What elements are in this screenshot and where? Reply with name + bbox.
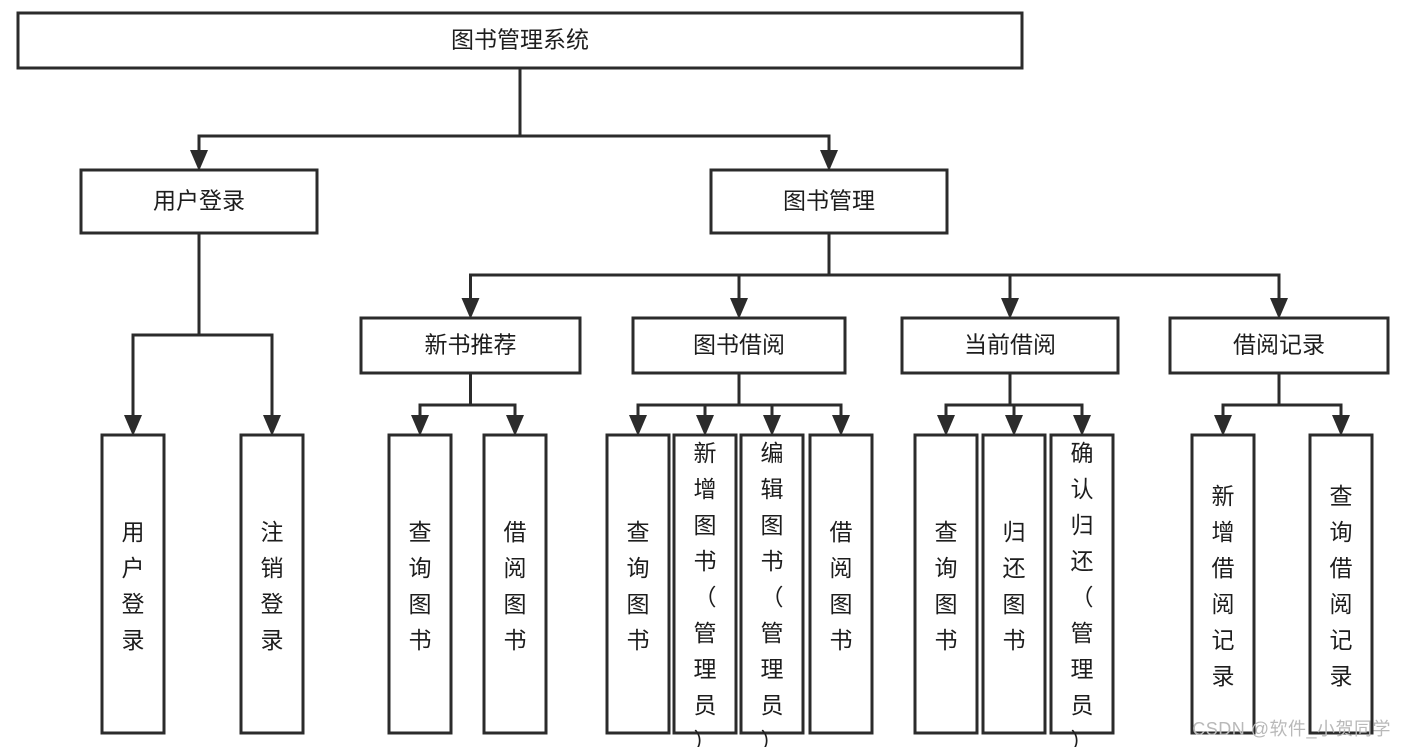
arrow-head-icon (190, 150, 208, 171)
node-box[interactable] (709, 168, 949, 235)
node-label: 确认归还（管理员） (1071, 440, 1094, 747)
node-leaf-cur-2[interactable]: 归还图书 (981, 433, 1047, 735)
connector-group-records (1214, 371, 1350, 436)
node-leaf-borrow-4[interactable]: 借阅图书 (808, 433, 874, 735)
node-leaf-new-1[interactable]: 查询图书 (387, 433, 453, 735)
node-leaf-borrow-2[interactable]: 新增图书（管理员） (672, 433, 738, 747)
node-label: 图书借阅 (693, 332, 785, 358)
node-newbook[interactable]: 新书推荐 (359, 316, 582, 375)
node-leaf-rec-1[interactable]: 新增借阅记录 (1190, 433, 1256, 735)
node-box[interactable] (239, 433, 305, 735)
connector-group-root (190, 66, 838, 171)
node-box[interactable] (100, 433, 166, 735)
node-leaf-borrow-1[interactable]: 查询图书 (605, 433, 671, 735)
node-leaf-login-1[interactable]: 用户登录 (100, 433, 166, 735)
node-label: 当前借阅 (964, 332, 1056, 358)
node-label: 查询图书 (935, 519, 958, 653)
node-leaf-cur-3[interactable]: 确认归还（管理员） (1049, 433, 1115, 747)
arrow-head-icon (937, 415, 955, 436)
node-box[interactable] (1190, 433, 1256, 735)
node-box[interactable] (359, 316, 582, 375)
edge-layer (124, 66, 1350, 436)
node-box[interactable] (1168, 316, 1390, 375)
node-label: 查询图书 (627, 519, 650, 653)
node-box[interactable] (913, 433, 979, 735)
arrow-head-icon (263, 415, 281, 436)
node-bookmgmt[interactable]: 图书管理 (709, 168, 949, 235)
node-label: 新增图书（管理员） (694, 440, 717, 747)
node-label: 借阅图书 (830, 519, 853, 653)
node-label: 图书管理 (783, 188, 875, 214)
connector-group-current (937, 371, 1091, 436)
node-borrow[interactable]: 图书借阅 (631, 316, 847, 375)
arrow-head-icon (124, 415, 142, 436)
arrow-head-icon (820, 150, 838, 171)
node-label: 借阅记录 (1233, 332, 1325, 358)
arrow-head-icon (1214, 415, 1232, 436)
node-leaf-rec-2[interactable]: 查询借阅记录 (1308, 433, 1374, 735)
node-label: 用户登录 (122, 519, 145, 653)
arrow-head-icon (411, 415, 429, 436)
node-box[interactable] (900, 316, 1120, 375)
arrow-head-icon (730, 298, 748, 319)
arrow-head-icon (763, 415, 781, 436)
node-box[interactable] (739, 433, 805, 735)
connector-group-bookmgmt (461, 231, 1288, 319)
arrow-head-icon (832, 415, 850, 436)
node-label: 查询借阅记录 (1330, 483, 1353, 689)
node-label: 编辑图书（管理员） (761, 440, 784, 747)
node-box[interactable] (16, 11, 1024, 70)
node-label: 注销登录 (261, 519, 284, 653)
node-box[interactable] (672, 433, 738, 735)
node-label: 新增借阅记录 (1212, 483, 1235, 689)
node-root[interactable]: 图书管理系统 (16, 11, 1024, 70)
node-leaf-login-2[interactable]: 注销登录 (239, 433, 305, 735)
arrow-head-icon (461, 298, 480, 319)
node-box[interactable] (1049, 433, 1115, 735)
node-leaf-cur-1[interactable]: 查询图书 (913, 433, 979, 735)
arrow-head-icon (1332, 415, 1350, 436)
node-box[interactable] (1308, 433, 1374, 735)
node-label: 借阅图书 (504, 519, 527, 653)
node-box[interactable] (981, 433, 1047, 735)
node-records[interactable]: 借阅记录 (1168, 316, 1390, 375)
node-label: 新书推荐 (425, 332, 517, 358)
node-leaf-new-2[interactable]: 借阅图书 (482, 433, 548, 735)
node-box[interactable] (631, 316, 847, 375)
node-box[interactable] (79, 168, 319, 235)
node-layer: 图书管理系统用户登录图书管理新书推荐图书借阅当前借阅借阅记录用户登录注销登录查询… (16, 11, 1390, 747)
connector-group-login (124, 231, 281, 436)
arrow-head-icon (1001, 298, 1019, 319)
node-leaf-borrow-3[interactable]: 编辑图书（管理员） (739, 433, 805, 747)
arrow-head-icon (506, 415, 524, 436)
arrow-head-icon (696, 415, 714, 436)
node-label: 用户登录 (153, 188, 245, 214)
arrow-head-icon (1270, 298, 1288, 319)
node-box[interactable] (605, 433, 671, 735)
connector-group-newbook (411, 371, 524, 436)
node-label: 图书管理系统 (451, 27, 589, 53)
node-label: 查询图书 (409, 519, 432, 653)
arrow-head-icon (1005, 415, 1023, 436)
node-current[interactable]: 当前借阅 (900, 316, 1120, 375)
connector-group-borrow (629, 371, 850, 436)
watermark-label: CSDN @软件_小贺同学 (1192, 719, 1391, 739)
node-label: 归还图书 (1003, 519, 1026, 653)
node-box[interactable] (808, 433, 874, 735)
node-box[interactable] (482, 433, 548, 735)
node-login[interactable]: 用户登录 (79, 168, 319, 235)
node-box[interactable] (387, 433, 453, 735)
arrow-head-icon (1073, 415, 1091, 436)
arrow-head-icon (629, 415, 647, 436)
